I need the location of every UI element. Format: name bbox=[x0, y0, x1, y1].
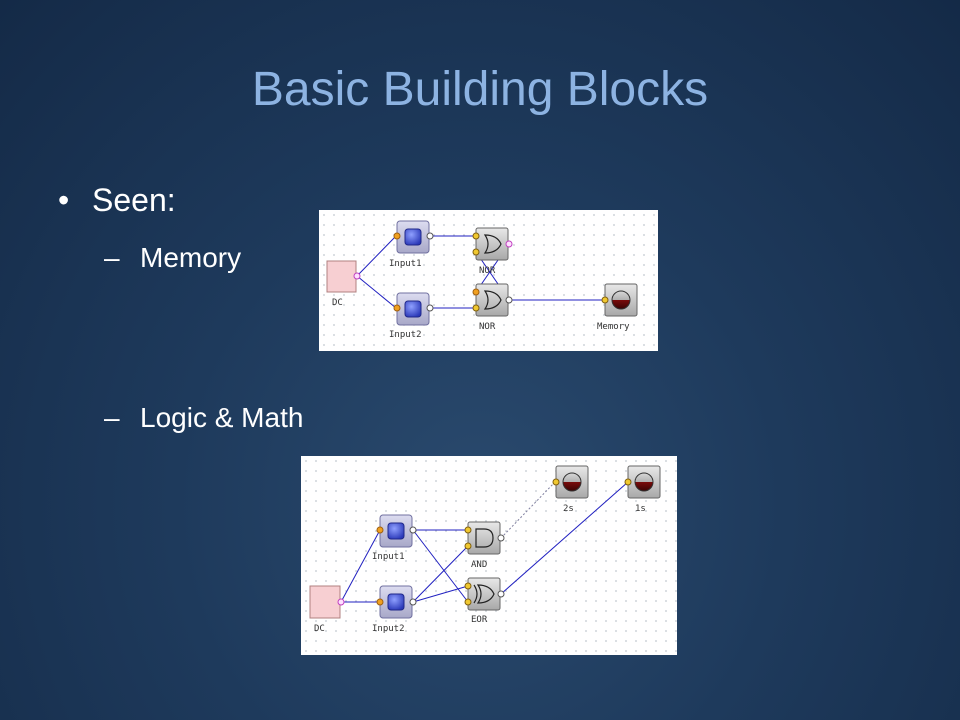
dc-label: DC bbox=[332, 298, 343, 308]
and-symbol bbox=[475, 528, 494, 548]
dc-port[interactable] bbox=[353, 272, 361, 280]
dash: – bbox=[104, 242, 120, 273]
memory-circuit: DC Input1 Input2 NOR NOR Memory bbox=[326, 220, 638, 340]
input1-in-port[interactable] bbox=[376, 526, 384, 534]
input1-in-port[interactable] bbox=[393, 232, 401, 240]
input2-in-port[interactable] bbox=[393, 304, 401, 312]
nor-top-label: NOR bbox=[479, 266, 496, 276]
lamp-1s-in-port[interactable] bbox=[624, 478, 632, 486]
memory-diagram: DC Input1 Input2 NOR NOR Memory bbox=[319, 210, 658, 351]
input2-out-port[interactable] bbox=[409, 598, 417, 606]
input2-label: Input2 bbox=[372, 624, 405, 634]
sub-bullet-logic: –Logic & Math bbox=[104, 398, 303, 438]
lamp-2s-icon bbox=[562, 472, 582, 492]
eor-gate[interactable] bbox=[467, 577, 501, 611]
nor-bottom-gate[interactable] bbox=[475, 283, 509, 317]
dc-source[interactable] bbox=[309, 585, 341, 619]
nor-top-gate[interactable] bbox=[475, 227, 509, 261]
bullet-seen-text: Seen: bbox=[92, 182, 176, 218]
logic-diagram: 2s 1s Input1 AND DC Input2 bbox=[301, 456, 677, 655]
input2-out-port[interactable] bbox=[426, 304, 434, 312]
memory-label: Memory bbox=[597, 322, 630, 332]
bullet-dot: • bbox=[58, 182, 70, 218]
nor-top-in-port[interactable] bbox=[472, 232, 480, 240]
input1-out-port[interactable] bbox=[426, 232, 434, 240]
sub-bullet-memory-text: Memory bbox=[140, 242, 242, 273]
input2-button[interactable] bbox=[404, 300, 422, 318]
nor-symbol bbox=[483, 290, 502, 310]
eor-symbol bbox=[473, 584, 495, 604]
input2-button[interactable] bbox=[387, 593, 405, 611]
and-gate[interactable] bbox=[467, 521, 501, 555]
input1-label: Input1 bbox=[372, 552, 405, 562]
eor-in-port[interactable] bbox=[464, 582, 472, 590]
and-in-port[interactable] bbox=[464, 526, 472, 534]
input1-button[interactable] bbox=[404, 228, 422, 246]
input2-in-port[interactable] bbox=[376, 598, 384, 606]
nor-symbol bbox=[483, 234, 502, 254]
sub-bullet-memory: –Memory bbox=[104, 238, 241, 278]
dc-port[interactable] bbox=[337, 598, 345, 606]
memory-lamp-icon bbox=[611, 290, 631, 310]
eor-in-port[interactable] bbox=[464, 598, 472, 606]
bullet-seen: • Seen: bbox=[58, 178, 176, 222]
sub-bullet-logic-text: Logic & Math bbox=[140, 402, 304, 433]
eor-label: EOR bbox=[471, 615, 488, 625]
nor-bottom-in-port[interactable] bbox=[472, 288, 480, 296]
logic-circuit: 2s 1s Input1 AND DC Input2 bbox=[309, 465, 661, 634]
dc-source[interactable] bbox=[326, 260, 357, 293]
eor-out-port[interactable] bbox=[497, 590, 505, 598]
lamp-2s-in-port[interactable] bbox=[552, 478, 560, 486]
nor-top-out-port[interactable] bbox=[505, 240, 513, 248]
and-in-port[interactable] bbox=[464, 542, 472, 550]
input1-label: Input1 bbox=[389, 259, 422, 269]
lamp-1s-icon bbox=[634, 472, 654, 492]
dotted-wire bbox=[500, 481, 556, 539]
input1-out-port[interactable] bbox=[409, 526, 417, 534]
lamp-2s-label: 2s bbox=[563, 504, 574, 514]
nor-bottom-label: NOR bbox=[479, 322, 496, 332]
wires bbox=[340, 481, 629, 603]
dc-label: DC bbox=[314, 624, 325, 634]
slide-title: Basic Building Blocks bbox=[251, 63, 709, 116]
memory-in-port[interactable] bbox=[601, 296, 609, 304]
input1-button[interactable] bbox=[387, 522, 405, 540]
dash: – bbox=[104, 402, 120, 433]
lamp-1s-label: 1s bbox=[635, 504, 646, 514]
input2-label: Input2 bbox=[389, 330, 422, 340]
and-out-port[interactable] bbox=[497, 534, 505, 542]
and-label: AND bbox=[471, 560, 487, 570]
nor-top-in-port[interactable] bbox=[472, 248, 480, 256]
nor-bottom-out-port[interactable] bbox=[505, 296, 513, 304]
nor-bottom-in-port[interactable] bbox=[472, 304, 480, 312]
